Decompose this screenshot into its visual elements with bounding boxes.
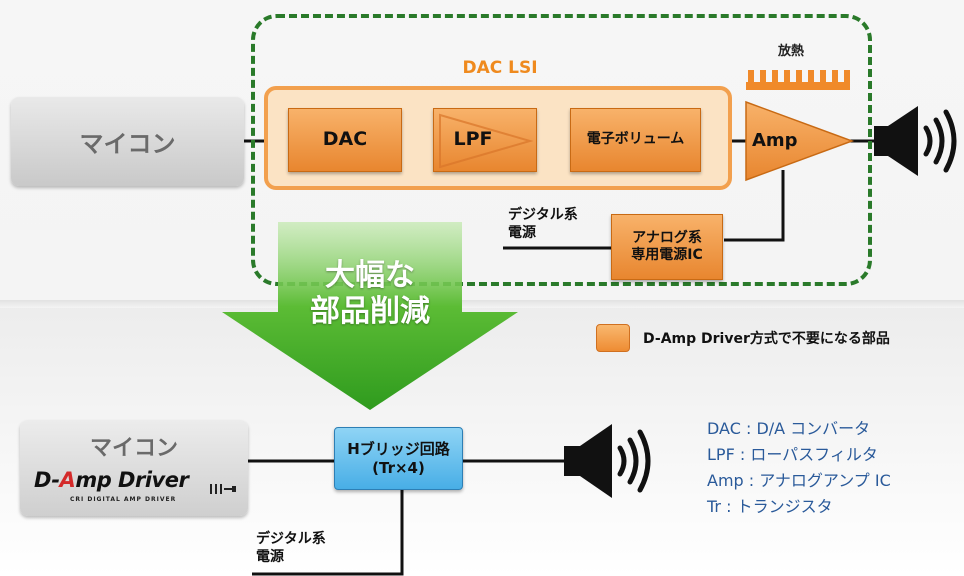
- analog-ic-line2: 専用電源IC: [631, 247, 703, 263]
- digital-power-label-top: デジタル系 電源: [508, 206, 578, 242]
- mcu-label-bottom: マイコン: [89, 436, 178, 461]
- arrow-text-line2: 部品削減: [310, 294, 430, 329]
- glossary-lpf: LPF : ローパスフィルタ: [707, 445, 878, 464]
- volume-block: 電子ボリューム: [570, 108, 701, 172]
- mcu-box-bottom: マイコン D-Amp Driver CRI DIGITAL AMP DRIVER: [20, 420, 248, 516]
- dac-block: DAC: [288, 108, 402, 172]
- speaker-icon: [874, 106, 957, 176]
- analog-power-line: [724, 170, 785, 242]
- heat-label: 放熱: [778, 44, 805, 59]
- glossary-tr: Tr : トランジスタ: [707, 497, 833, 516]
- bottom-power-line: [252, 490, 404, 576]
- digital-power-top-line1: デジタル系: [508, 207, 578, 223]
- h-bridge-line2: (Tr×4): [372, 458, 425, 477]
- logo-rest: mp Driver: [75, 468, 189, 492]
- volume-label: 電子ボリューム: [586, 131, 685, 148]
- mcu-box-top: マイコン: [11, 97, 244, 186]
- glossary-dac: DAC : D/A コンバータ: [707, 419, 871, 438]
- glossary: DAC : D/A コンバータ LPF : ローパスフィルタ Amp : アナロ…: [707, 416, 891, 520]
- logo-plug-icon: [210, 484, 236, 494]
- lpf-block: LPF: [433, 108, 537, 172]
- digital-power-label-bottom: デジタル系 電源: [256, 530, 326, 566]
- logo-a: A: [59, 468, 76, 492]
- h-bridge-line1: Hブリッジ回路: [347, 439, 450, 458]
- section-divider: [0, 300, 964, 308]
- speaker-icon-bottom: [564, 424, 651, 498]
- analog-power-ic-block: アナログ系 専用電源IC: [611, 214, 723, 280]
- amp-label: Amp: [752, 130, 798, 151]
- lpf-label: LPF: [453, 128, 493, 151]
- analog-ic-line1: アナログ系: [632, 229, 702, 246]
- d-amp-driver-logo: D-Amp Driver: [34, 468, 189, 492]
- lpf-triangle-icon: [439, 113, 534, 169]
- digital-power-bottom-line2: 電源: [256, 549, 284, 566]
- logo-subtitle: CRI DIGITAL AMP DRIVER: [70, 496, 177, 503]
- arrow-text-line1: 大幅な: [325, 258, 415, 293]
- logo-prefix: D-: [34, 468, 60, 492]
- heat-sink-icon: [746, 70, 850, 90]
- down-arrow-icon: [222, 222, 518, 410]
- legend-swatch: [596, 324, 630, 352]
- mcu-label-top: マイコン: [79, 130, 176, 158]
- bottom-wiring: [248, 459, 566, 576]
- dac-lsi-label: DAC LSI: [462, 58, 538, 78]
- glossary-amp: Amp : アナログアンプ IC: [707, 471, 891, 490]
- dac-label: DAC: [322, 128, 368, 151]
- legend-text: D-Amp Driver方式で不要になる部品: [643, 331, 890, 347]
- digital-power-top-line2: 電源: [508, 225, 536, 242]
- removed-parts-boundary: [251, 14, 872, 286]
- digital-power-bottom-line1: デジタル系: [256, 531, 326, 547]
- arrow-text: 大幅な 部品削減: [289, 258, 451, 330]
- h-bridge-block: Hブリッジ回路 (Tr×4): [334, 427, 463, 490]
- amp-triangle-icon: [745, 100, 855, 182]
